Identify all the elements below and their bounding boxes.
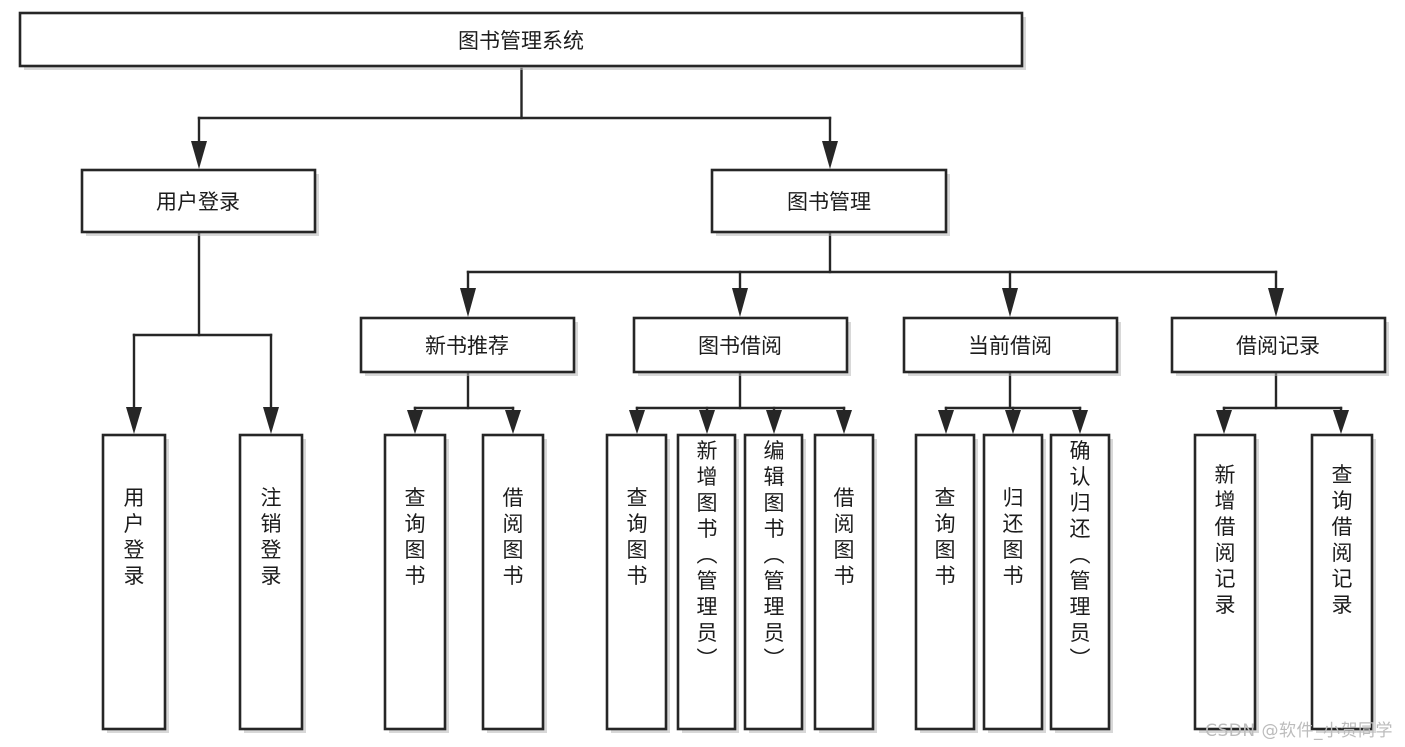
arrow-to-new-book-recommend [460, 288, 476, 317]
leaf-borrow-book-2-rect[interactable] [813, 433, 875, 731]
leaf-borrow-book-1-rect[interactable] [481, 433, 545, 731]
leaf-user-login-label: 用户登录 [124, 486, 145, 588]
leaf-query-record-label: 查询借阅记录 [1332, 463, 1353, 617]
leaf-query-book-2-rect[interactable] [605, 433, 668, 731]
arrow-to-book-manage [822, 141, 838, 169]
leaf-query-record-rect[interactable] [1310, 433, 1374, 731]
arrow-to-borrow-record [1268, 288, 1284, 317]
leaf-add-record-rect[interactable] [1193, 433, 1257, 731]
leaf-user-login-rect[interactable] [101, 433, 167, 731]
connector-layer [126, 67, 1349, 434]
node-user-login-label: 用户登录 [156, 190, 240, 214]
leaf-query-book-3[interactable]: 查询图书 [914, 433, 978, 733]
leaf-confirm-return[interactable]: 确认归还︵管理员︶ [1049, 433, 1113, 733]
node-book-borrow-rect[interactable] [632, 316, 849, 374]
node-new-book-recommend-rect[interactable] [359, 316, 576, 374]
node-borrow-record[interactable]: 借阅记录 [1170, 316, 1389, 376]
node-user-login-rect[interactable] [80, 168, 317, 234]
arrow-to-leaf-user-login [126, 407, 142, 434]
leaf-user-logout-label: 注销登录 [261, 486, 282, 588]
node-book-manage-rect[interactable] [710, 168, 948, 234]
arrow-to-leaf-return-book [1005, 410, 1021, 434]
node-new-book-recommend[interactable]: 新书推荐 [359, 316, 578, 376]
arrow-to-current-borrow [1002, 288, 1018, 317]
arrow-to-leaf-query-book-1 [407, 410, 423, 434]
node-borrow-record-rect[interactable] [1170, 316, 1387, 374]
leaf-borrow-book-1-label: 借阅图书 [503, 486, 524, 588]
node-new-book-recommend-label: 新书推荐 [425, 334, 509, 358]
leaf-user-logout-rect[interactable] [238, 433, 304, 731]
node-user-login[interactable]: 用户登录 [80, 168, 319, 236]
leaf-query-book-2-label: 查询图书 [627, 486, 648, 588]
leaf-add-record-label: 新增借阅记录 [1215, 463, 1236, 617]
leaf-confirm-return-label: 确认归还︵管理员︶ [1070, 439, 1091, 671]
node-book-manage[interactable]: 图书管理 [710, 168, 950, 236]
leaf-query-book-1-label: 查询图书 [405, 486, 426, 588]
leaf-query-book-3-rect[interactable] [914, 433, 976, 731]
leaf-add-book-label: 新增图书︵管理员︶ [697, 439, 718, 671]
arrow-to-leaf-query-record [1333, 410, 1349, 434]
arrow-to-leaf-edit-book [766, 410, 782, 434]
node-book-borrow[interactable]: 图书借阅 [632, 316, 851, 376]
arrow-to-leaf-add-record [1216, 410, 1232, 434]
node-current-borrow-rect[interactable] [902, 316, 1119, 374]
arrow-to-leaf-borrow-book-1 [505, 410, 521, 434]
arrow-to-leaf-borrow-book-2 [836, 410, 852, 434]
node-borrow-record-label: 借阅记录 [1236, 334, 1320, 358]
arrow-to-leaf-confirm-return [1072, 410, 1088, 434]
node-current-borrow-label: 当前借阅 [968, 334, 1052, 358]
leaf-edit-book-rect[interactable] [743, 433, 804, 731]
leaf-return-book-label: 归还图书 [1003, 486, 1024, 588]
leaf-query-book-1[interactable]: 查询图书 [383, 433, 449, 733]
leaf-user-logout[interactable]: 注销登录 [238, 433, 306, 733]
arrow-to-user-login [191, 141, 207, 169]
leaf-add-book-rect[interactable] [676, 433, 737, 731]
leaf-borrow-book-2[interactable]: 借阅图书 [813, 433, 877, 733]
leaf-return-book-rect[interactable] [982, 433, 1044, 731]
leaf-query-book-3-label: 查询图书 [935, 486, 956, 588]
leaf-edit-book[interactable]: 编辑图书︵管理员︶ [743, 433, 806, 733]
arrow-to-leaf-query-book-3 [938, 410, 954, 434]
leaf-query-record[interactable]: 查询借阅记录 [1310, 433, 1376, 733]
arrow-to-leaf-user-logout [263, 407, 279, 434]
arrow-to-leaf-query-book-2 [629, 410, 645, 434]
leaf-query-book-2[interactable]: 查询图书 [605, 433, 670, 733]
node-root-rect[interactable] [18, 11, 1024, 68]
arrow-to-leaf-add-book [699, 410, 715, 434]
leaf-confirm-return-rect[interactable] [1049, 433, 1111, 731]
leaf-add-book[interactable]: 新增图书︵管理员︶ [676, 433, 739, 733]
leaf-edit-book-label: 编辑图书︵管理员︶ [764, 439, 785, 671]
node-current-borrow[interactable]: 当前借阅 [902, 316, 1121, 376]
leaf-user-login[interactable]: 用户登录 [101, 433, 169, 733]
leaf-borrow-book-2-label: 借阅图书 [834, 486, 855, 588]
leaf-query-book-1-rect[interactable] [383, 433, 447, 731]
node-root[interactable]: 图书管理系统 [18, 11, 1026, 70]
arrow-to-book-borrow [732, 288, 748, 317]
node-root-label: 图书管理系统 [458, 29, 584, 53]
leaf-return-book[interactable]: 归还图书 [982, 433, 1046, 733]
leaf-add-record[interactable]: 新增借阅记录 [1193, 433, 1259, 733]
leaf-borrow-book-1[interactable]: 借阅图书 [481, 433, 547, 733]
node-book-manage-label: 图书管理 [787, 190, 871, 214]
node-book-borrow-label: 图书借阅 [698, 334, 782, 358]
